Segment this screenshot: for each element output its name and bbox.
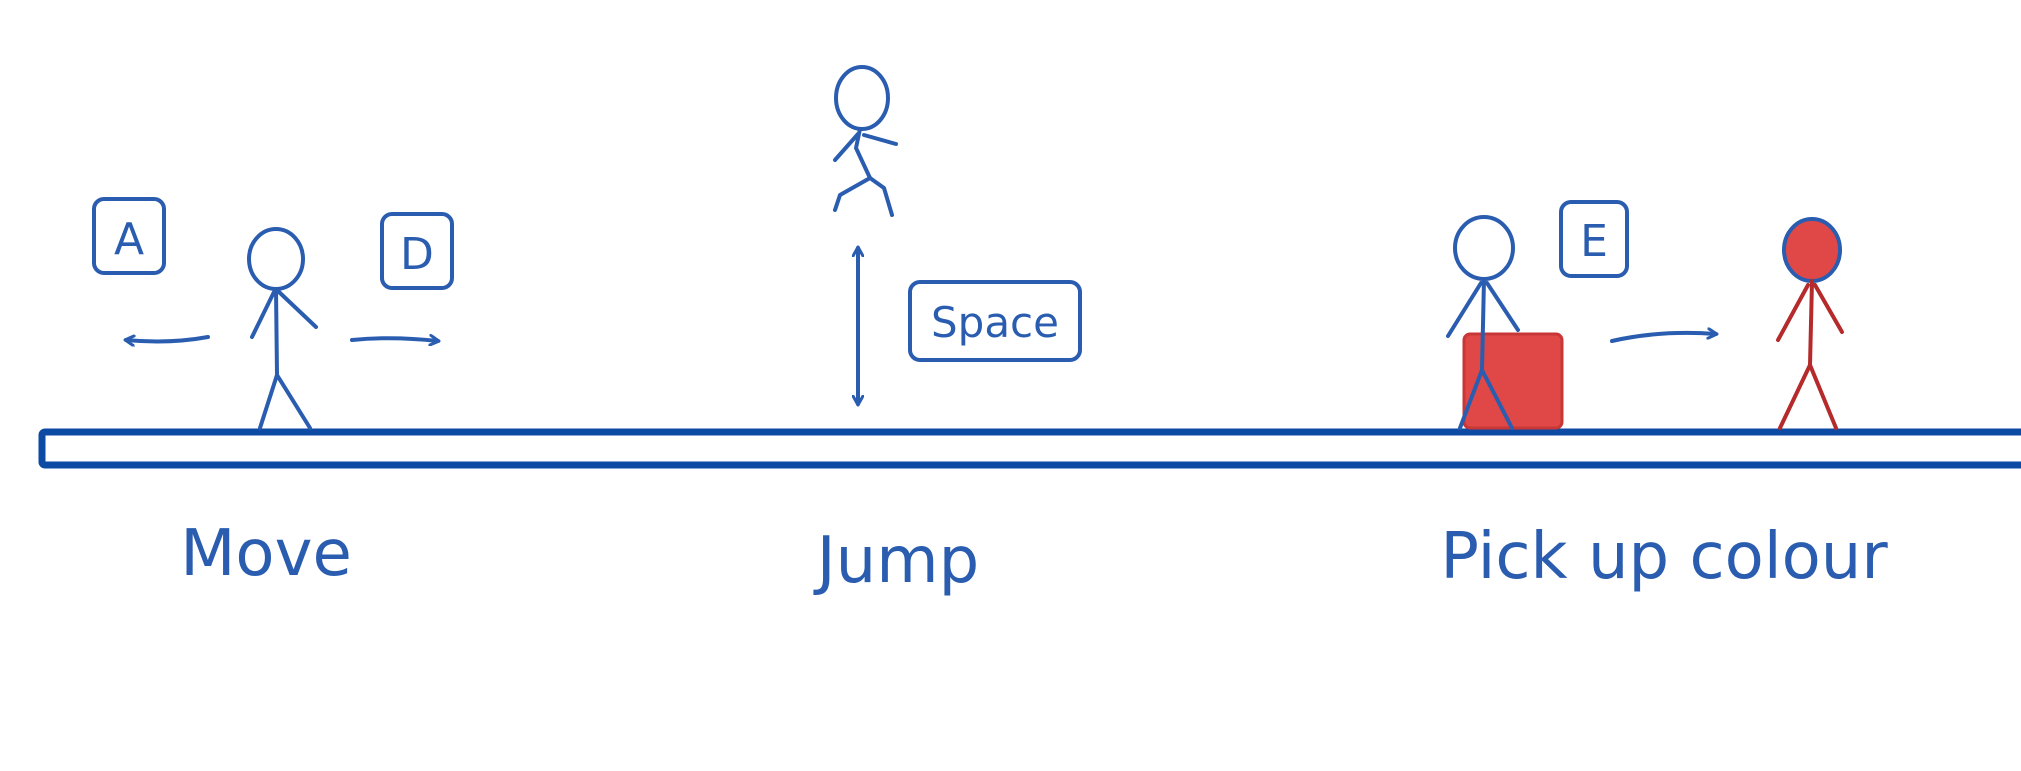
stick-figure-blue — [1446, 215, 1520, 430]
key-d-label: D — [400, 229, 434, 280]
transform-arrow-icon — [1610, 333, 1716, 343]
key-space: Space — [908, 280, 1082, 362]
stick-figure-red — [1776, 217, 1844, 430]
jump-caption: Jump — [813, 524, 979, 598]
key-e-label: E — [1580, 216, 1608, 267]
floor-platform — [38, 428, 2021, 469]
left-arrow-icon — [126, 337, 210, 341]
key-d: D — [380, 212, 454, 290]
jump-section: Space Jump — [813, 65, 1082, 598]
right-arrow-icon — [350, 338, 438, 341]
move-section: A D Move — [92, 197, 454, 591]
key-e: E — [1559, 200, 1629, 278]
key-a-label: A — [114, 214, 144, 265]
pickup-caption: Pick up colour — [1440, 520, 1888, 594]
key-space-label: Space — [931, 298, 1059, 347]
move-caption: Move — [180, 517, 352, 591]
stick-figure-standing — [247, 227, 318, 430]
stick-figure-running — [833, 65, 898, 217]
key-a: A — [92, 197, 166, 275]
pickup-section: E Pick up colour — [1440, 200, 1888, 594]
